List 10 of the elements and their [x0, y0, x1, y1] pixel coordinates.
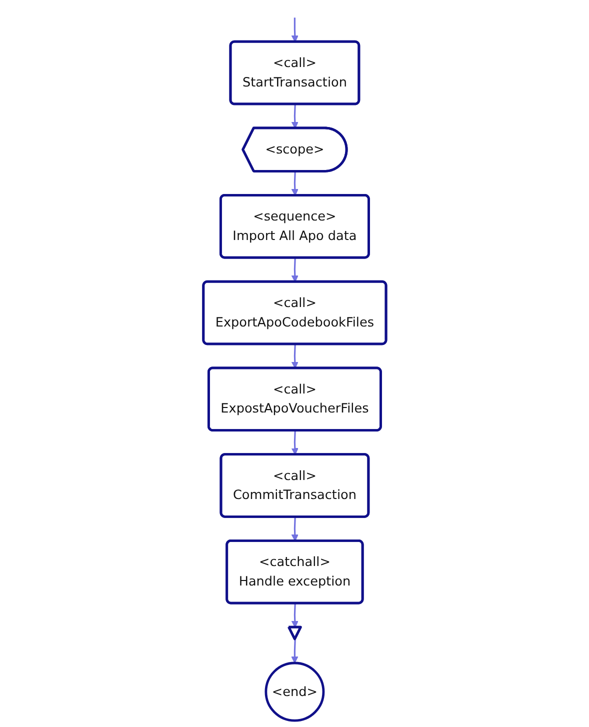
arrow	[291, 258, 298, 282]
node-circle: <end>	[264, 662, 324, 722]
arrow	[291, 104, 298, 129]
arrow	[291, 430, 298, 455]
arrow	[291, 517, 298, 542]
arrow	[291, 172, 298, 196]
arrow	[291, 18, 298, 42]
arrow	[291, 344, 298, 369]
arrow	[291, 603, 298, 628]
arrow	[290, 639, 298, 664]
